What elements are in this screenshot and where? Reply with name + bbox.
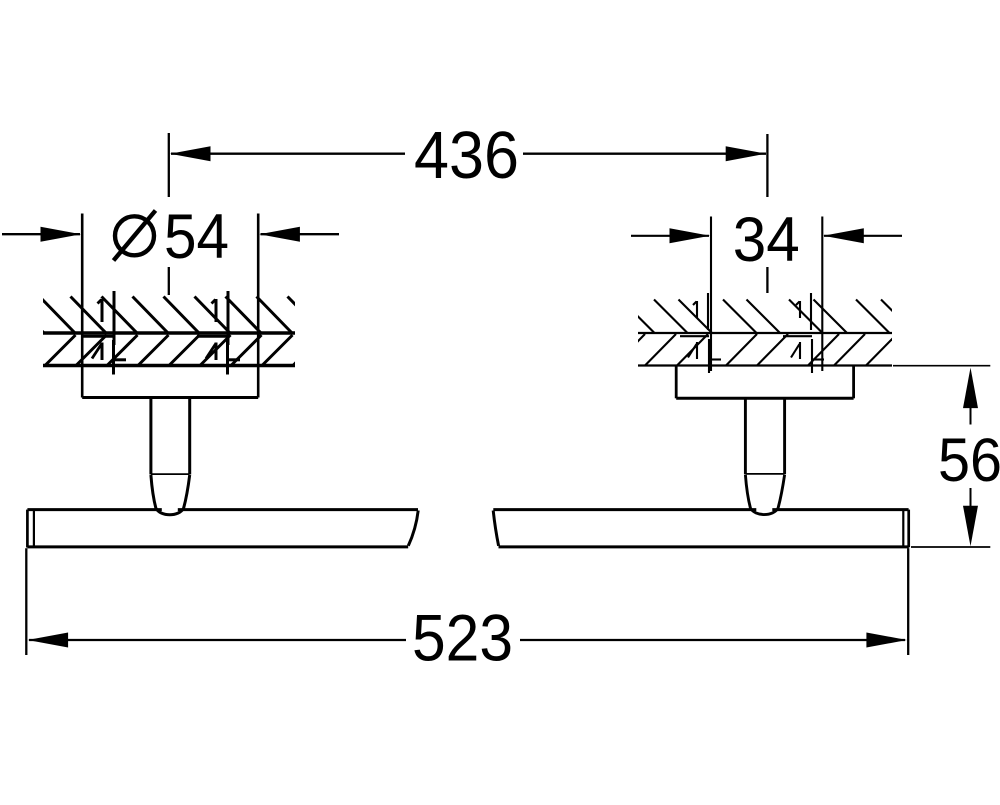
svg-text:56: 56 xyxy=(938,426,1000,494)
svg-text:34: 34 xyxy=(733,205,800,275)
svg-text:523: 523 xyxy=(412,600,513,674)
svg-text:436: 436 xyxy=(414,118,519,193)
svg-text:54: 54 xyxy=(164,202,229,272)
